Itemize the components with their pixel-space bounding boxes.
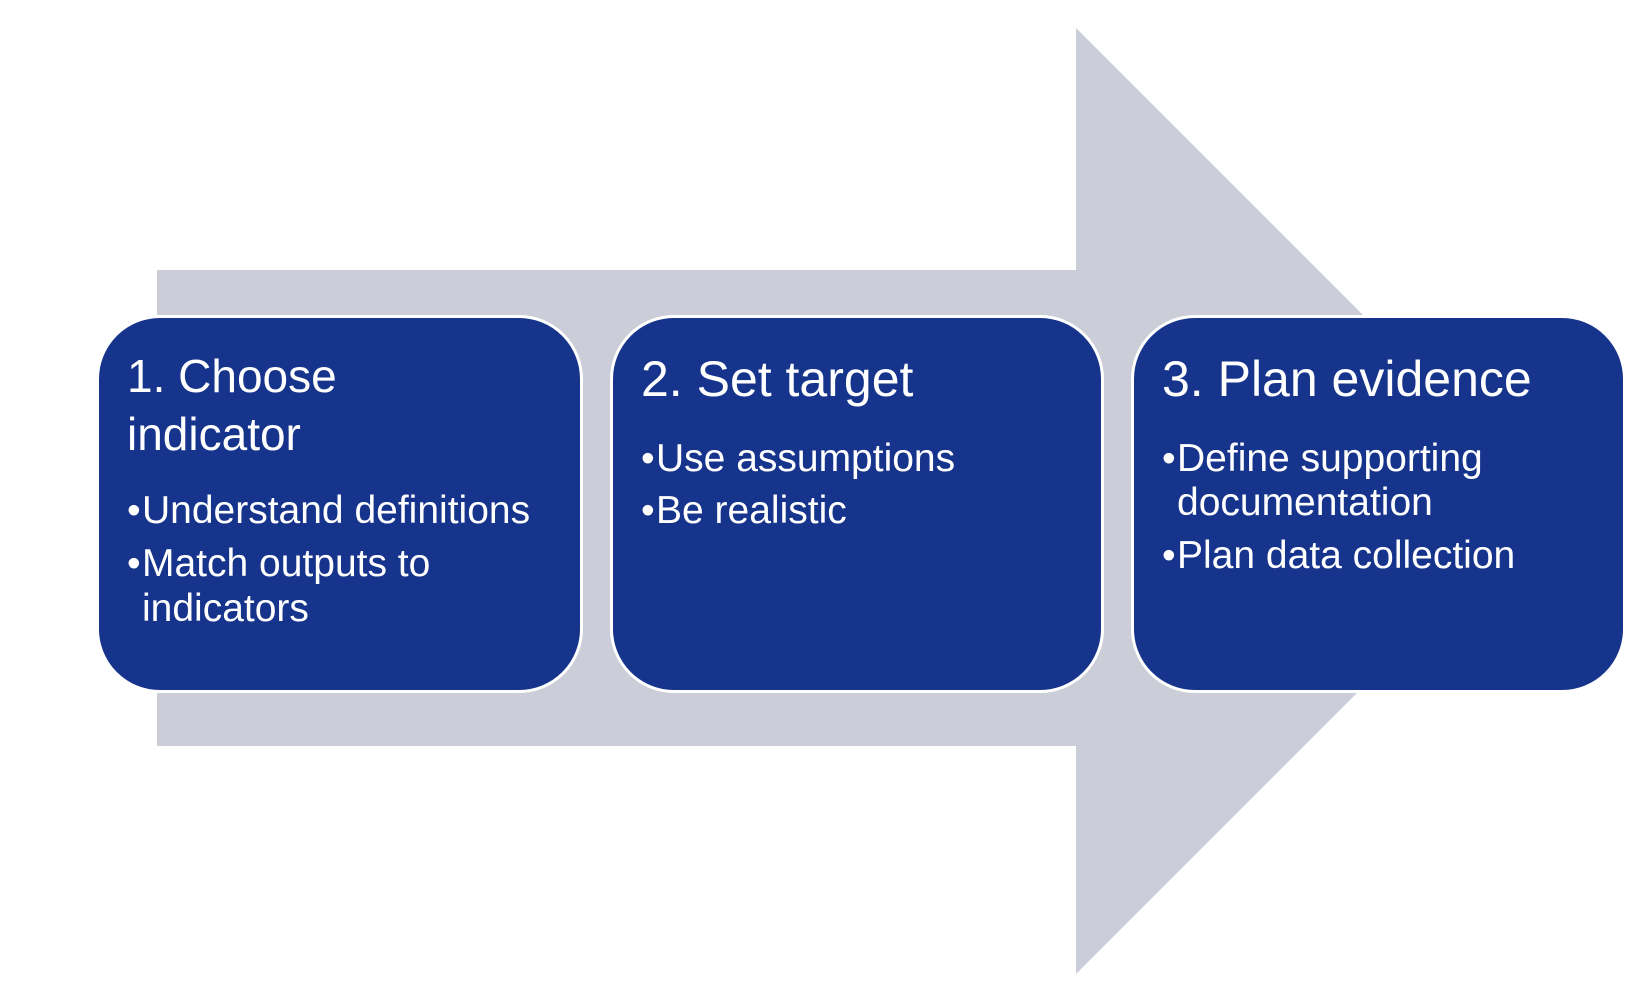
step-box-choose-indicator: 1. Choose indicator • Understand definit… [96,315,583,693]
bullet-text: Define supporting documentation [1177,436,1483,525]
bullet-text: Match outputs to indicators [142,541,431,630]
bullet-item: • Define supporting documentation [1162,437,1599,527]
bullet-list: • Use assumptions • Be realistic [641,437,1077,535]
bullet-list: • Understand definitions • Match outputs… [127,489,556,632]
bullet-marker: • [1162,436,1176,480]
bullet-item: • Use assumptions [641,437,1077,482]
bullet-item: • Understand definitions [127,489,556,534]
step-title: 1. Choose indicator [127,350,337,460]
bullet-text: Plan data collection [1177,534,1516,578]
bullet-marker: • [1162,534,1176,578]
bullet-text: Use assumptions [656,436,956,480]
bullet-marker: • [127,541,141,585]
bullet-item: • Match outputs to indicators [127,542,556,632]
step-title: 3. Plan evidence [1162,351,1532,407]
step-box-plan-evidence: 3. Plan evidence • Define supporting doc… [1131,315,1626,693]
step-title: 2. Set target [641,351,914,407]
bullet-item: • Plan data collection [1162,534,1599,579]
bullet-item: • Be realistic [641,489,1077,534]
bullet-text: Be realistic [656,489,847,533]
bullet-marker: • [641,489,655,533]
bullet-marker: • [127,489,141,532]
step-box-set-target: 2. Set target • Use assumptions • Be rea… [610,315,1104,693]
bullet-list: • Define supporting documentation • Plan… [1162,437,1599,580]
bullet-text: Understand definitions [142,489,531,532]
bullet-marker: • [641,436,655,480]
